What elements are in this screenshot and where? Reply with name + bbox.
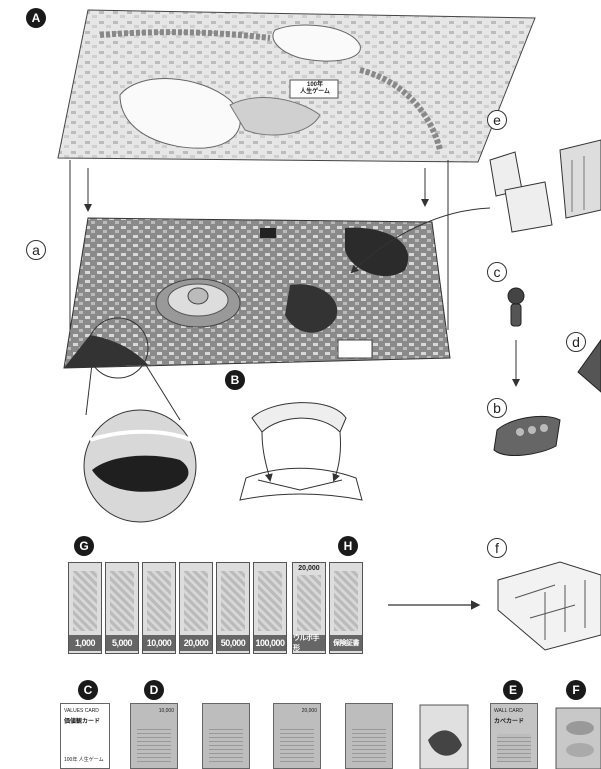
d-card — [345, 703, 393, 769]
car-b — [493, 415, 561, 456]
wall-card-title-jp: カベカード — [494, 719, 525, 725]
zoom-callout — [83, 317, 197, 523]
buildings-e — [489, 139, 601, 233]
money-bill: 20,000 — [179, 562, 213, 654]
d-card: 10,000 — [130, 703, 178, 769]
tray-f — [497, 561, 601, 651]
money-value: 1,000 — [69, 635, 101, 651]
badge-h: H — [338, 536, 358, 556]
label-c: c — [487, 262, 507, 282]
promissory-top-value: 20,000 — [298, 565, 320, 572]
promissory-label: ウルポ手形 — [293, 635, 325, 652]
d-card — [202, 703, 250, 769]
card-artwork — [419, 704, 469, 769]
peg-c — [507, 287, 525, 387]
wall-card: WALL CARD カベカード — [490, 703, 538, 769]
badge-g: G — [74, 536, 94, 556]
badge-d: D — [144, 680, 164, 700]
insurance-certificate: 保険証書 — [329, 562, 363, 654]
board-a-base — [63, 217, 451, 369]
board-logo: 100年 人生ゲーム — [300, 82, 330, 95]
label-a: a — [26, 240, 46, 260]
badge-e: E — [503, 680, 523, 700]
values-card-logo: 100年 人生ゲーム — [64, 757, 104, 763]
money-value: 20,000 — [180, 635, 212, 651]
card-f-art — [555, 707, 601, 769]
badge-f: F — [566, 680, 586, 700]
money-value: 50,000 — [217, 635, 249, 651]
insurance-label: 保険証書 — [330, 635, 362, 651]
wall-card-title: WALL CARD — [494, 708, 523, 714]
money-value: 5,000 — [106, 635, 138, 651]
d-card-value: 20,000 — [301, 708, 317, 714]
board-a-top-sheet — [57, 9, 536, 163]
e-to-board-arrow — [350, 207, 491, 274]
stand-b — [239, 402, 363, 501]
label-b: b — [487, 398, 507, 418]
d-card-value: 10,000 — [158, 708, 174, 714]
promissory-note: 20,000 ウルポ手形 — [292, 562, 326, 654]
values-card: VALUES CARD 価値観カード 100年 人生ゲーム — [60, 703, 110, 769]
label-f: f — [487, 538, 507, 558]
money-bill: 10,000 — [142, 562, 176, 654]
badge-b: B — [225, 370, 245, 390]
money-value: 100,000 — [254, 635, 286, 651]
label-d: d — [566, 332, 586, 352]
money-bill: 5,000 — [105, 562, 139, 654]
d-card-value — [349, 708, 389, 720]
money-bill: 100,000 — [253, 562, 287, 654]
label-e: e — [487, 110, 507, 130]
badge-c: C — [78, 680, 98, 700]
a-to-board-arrows — [69, 160, 449, 330]
pin-d — [577, 339, 601, 393]
money-bill: 50,000 — [216, 562, 250, 654]
values-card-title-jp: 価値観カード — [64, 719, 101, 725]
d-card: 20,000 — [273, 703, 321, 769]
money-value: 10,000 — [143, 635, 175, 651]
d-card-value — [206, 708, 246, 720]
values-card-title: VALUES CARD — [64, 708, 99, 714]
money-bill: 1,000 — [68, 562, 102, 654]
badge-a: A — [26, 8, 46, 28]
